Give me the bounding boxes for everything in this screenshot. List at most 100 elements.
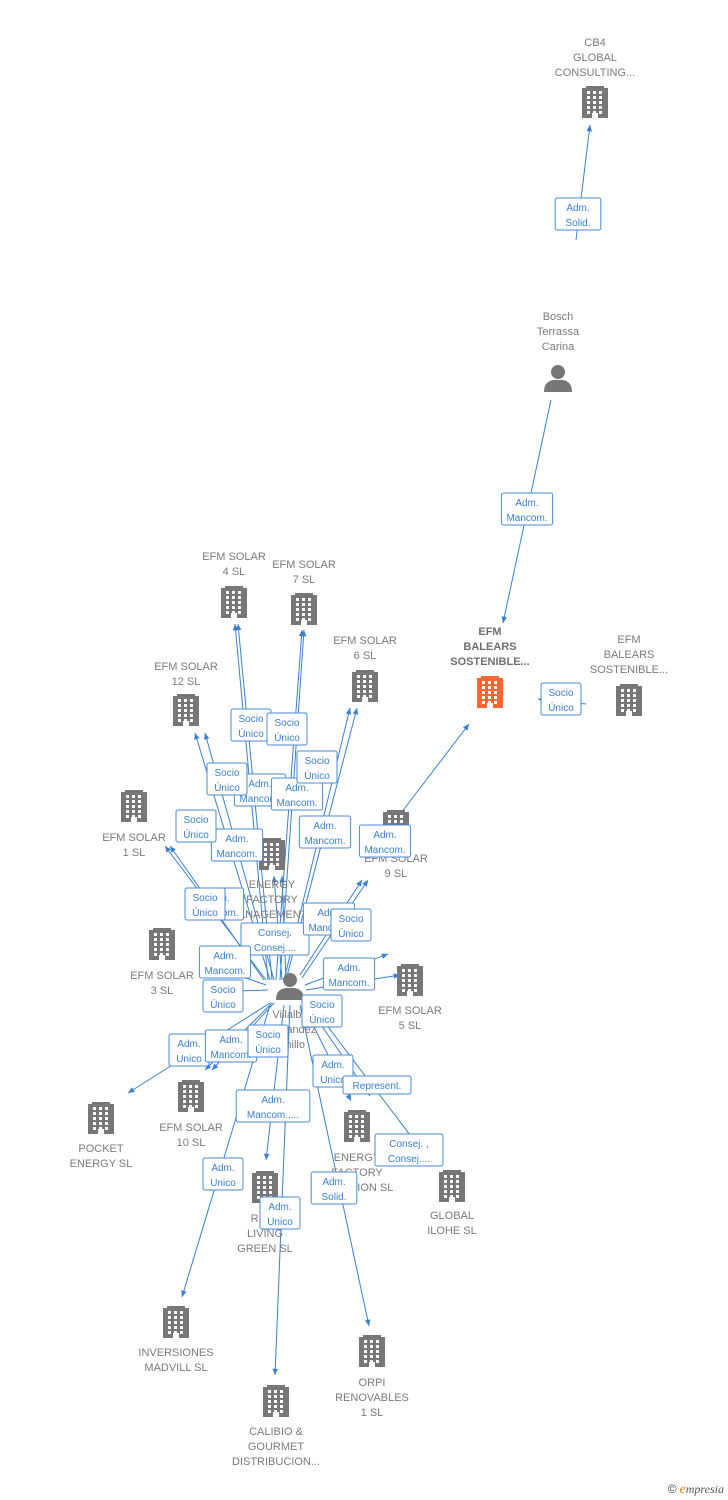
node-label-line: BALEARS <box>604 649 655 661</box>
edge-label-bosch-cb4[interactable]: Adm.Solid. <box>554 197 602 231</box>
edge-label-villalba-efmb[interactable]: Adm. Mancom. <box>358 824 412 858</box>
edge-label-text: Adm. <box>566 203 589 214</box>
edge-label-text: Socio <box>274 718 299 729</box>
edge-label-text: Represent. <box>353 1081 402 1092</box>
edge-label-text: Mancom. <box>308 923 349 934</box>
node-label-line: EFM SOLAR <box>272 559 336 571</box>
edge-label-text: Único <box>238 727 264 740</box>
edge-label-text: Mancom. <box>364 845 405 856</box>
node-label-line: EFM <box>617 634 640 646</box>
footer-brand[interactable]: ©empresia <box>668 1482 724 1498</box>
edge-label-villalba-s12[interactable]: Adm.Mancom. <box>210 828 264 862</box>
node-label-line: EFM SOLAR <box>154 661 218 673</box>
edge-label-text: Consej. , <box>389 1139 428 1150</box>
edge-label-villalba-s5[interactable]: Adm.Mancom. <box>322 957 376 991</box>
node-label-line: 5 SL <box>399 1020 422 1032</box>
edge-label-villalba-s6[interactable]: Adm.Mancom. <box>298 815 352 849</box>
edge-label-villalba-efm[interactable]: Consej.Consej.... <box>240 922 310 956</box>
edge-label-text: Adm. <box>373 830 396 841</box>
edge-label-text: Mancom.,... <box>247 1110 299 1121</box>
edge-label-text: Adm. <box>317 908 340 919</box>
edge-label-text: Adm. <box>515 498 538 509</box>
edge-label-text: Adm. <box>268 1202 291 1213</box>
edge-label-text: Socio <box>255 1030 280 1041</box>
building-icon <box>352 670 378 702</box>
building-icon <box>439 1170 465 1202</box>
edge-label-villalba-real[interactable]: Adm.Mancom.,... <box>235 1089 311 1123</box>
edge-labels-layer: Adm.Solid.Adm.Mancom.SocioÚnicoAdm.Manco… <box>168 197 602 1230</box>
edge-label-villalba-global[interactable]: Consej. ,Consej.... <box>374 1133 444 1167</box>
edge-label-bosch-efmb[interactable]: Adm.Mancom. <box>500 492 554 526</box>
edge-label-villalba-efs[interactable]: Represent. <box>342 1075 412 1095</box>
node-s12[interactable]: EFM SOLAR 12 SL <box>154 661 218 726</box>
edge-label-text: Único <box>304 769 330 782</box>
node-efmb2[interactable]: EFMBALEARSSOSTENIBLE... <box>590 634 668 716</box>
building-icon <box>88 1102 114 1134</box>
node-label-line: EFM SOLAR <box>130 970 194 982</box>
building-icon <box>121 790 147 822</box>
node-cb4[interactable]: CB4GLOBALCONSULTING... <box>555 37 635 118</box>
node-label-line: 12 SL <box>172 676 201 688</box>
node-efm[interactable]: ENERGYFACTORYMANAGEMENT... <box>229 838 316 921</box>
edge-label-text: Mancom. <box>328 978 369 989</box>
node-label-line: Terrassa <box>537 326 580 338</box>
edge-label-villalba-s3[interactable]: Adm. Mancom. <box>198 945 252 979</box>
node-calibio[interactable]: CALIBIO &GOURMETDISTRIBUCION... <box>232 1385 320 1468</box>
node-efmb[interactable]: EFMBALEARSSOSTENIBLE... <box>450 626 530 708</box>
node-label-line: 1 SL <box>123 847 146 859</box>
edge-label-villalba-pocket[interactable]: Adm.Unico <box>168 1033 210 1067</box>
edge-label-text: Mancom. <box>204 966 245 977</box>
edge-label-villalba-inv[interactable]: Adm.Unico <box>202 1157 244 1191</box>
node-label-line: ENERGY <box>249 879 296 891</box>
edge-label-text: Único <box>192 906 218 919</box>
node-label-line: 4 SL <box>223 566 246 578</box>
building-icon <box>344 1110 370 1142</box>
edge-label-text: Adm. <box>213 951 236 962</box>
node-label-line: GREEN SL <box>237 1243 293 1255</box>
building-icon <box>263 1385 289 1417</box>
edge-label-text: Único <box>210 998 236 1011</box>
node-label-line: INVERSIONES <box>138 1347 213 1359</box>
person-icon <box>544 365 572 392</box>
node-label-line: 9 SL <box>385 868 408 880</box>
node-label-line: GOURMET <box>248 1441 305 1453</box>
node-label-line: 3 SL <box>151 985 174 997</box>
node-label-line: MANAGEMENT... <box>229 909 316 921</box>
edge-label-villalba-calibio[interactable]: Adm.Unico <box>259 1196 301 1230</box>
node-label-line: ENERGY <box>334 1152 381 1164</box>
edge-label-text: Mancom. <box>239 794 280 805</box>
edge-label-text: Socio <box>338 914 363 925</box>
node-s3[interactable]: EFM SOLAR 3 SL <box>130 928 194 997</box>
edge-label-text: Socio <box>192 893 217 904</box>
building-icon <box>178 1080 204 1112</box>
edge-label-villalba-orpi[interactable]: Adm.Solid. <box>310 1171 358 1205</box>
building-icon <box>616 684 642 716</box>
edge-label-text: Socio <box>304 756 329 767</box>
building-icon <box>149 928 175 960</box>
